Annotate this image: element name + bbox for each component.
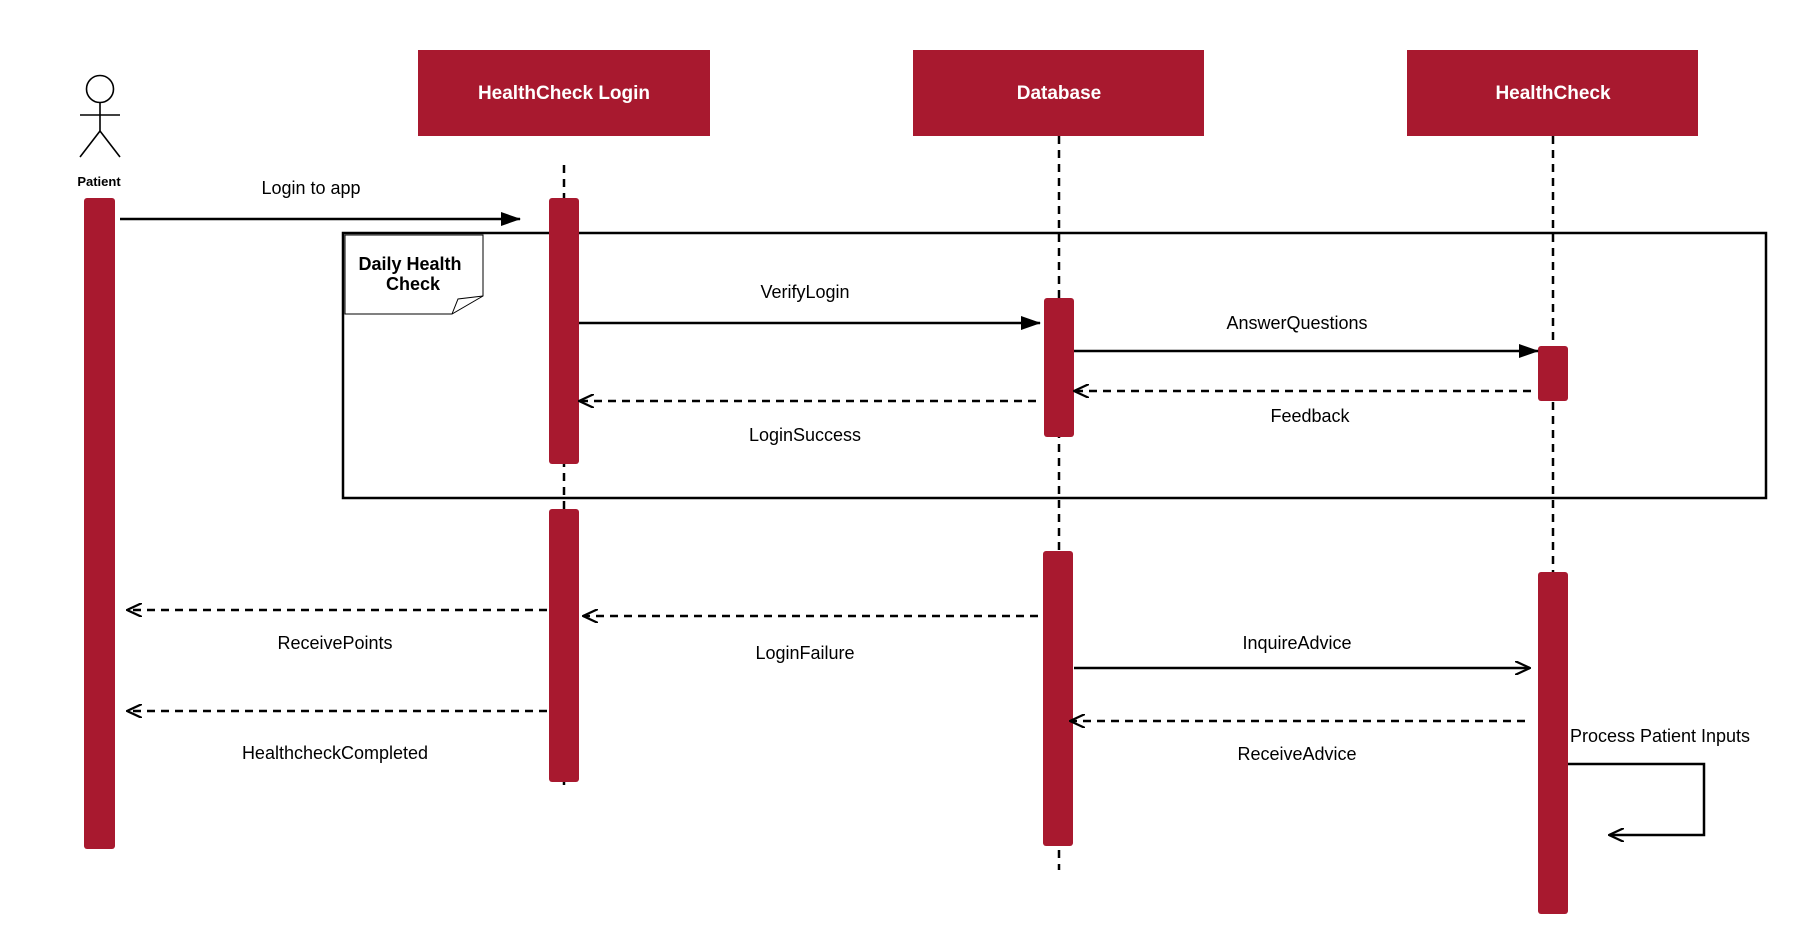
activation-login-1 — [549, 198, 579, 464]
frame-label-line-1: Daily Health — [358, 254, 461, 274]
participant-healthcheck: HealthCheck — [1407, 50, 1698, 136]
activation-patient — [84, 198, 115, 849]
message-label-feedback: Feedback — [1270, 406, 1350, 426]
message-label-receive-points: ReceivePoints — [277, 633, 392, 653]
message-label-receive-advice: ReceiveAdvice — [1237, 744, 1356, 764]
activation-database-1 — [1044, 298, 1074, 437]
participant-box — [418, 50, 710, 136]
participant-healthcheck-login: HealthCheck Login — [418, 50, 710, 136]
message-label-login-to-app: Login to app — [261, 178, 360, 198]
message-label-verify-login: VerifyLogin — [760, 282, 849, 302]
participant-label: HealthCheck — [1495, 83, 1611, 104]
activation-login-2 — [549, 509, 579, 782]
folded-corner-icon — [451, 295, 484, 315]
actor-patient: Patient — [77, 74, 121, 189]
message-label-login-failure: LoginFailure — [755, 643, 854, 663]
message-label-inquire-advice: InquireAdvice — [1242, 633, 1351, 653]
message-label-answer-questions: AnswerQuestions — [1226, 313, 1367, 333]
activation-database-2 — [1043, 551, 1073, 846]
frame-label-line-2: Check — [386, 274, 441, 294]
participant-box — [1407, 50, 1698, 136]
frame-border — [341, 231, 1768, 500]
arrow-process-patient-inputs — [1568, 762, 1706, 835]
message-label-process-patient-inputs: Process Patient Inputs — [1570, 726, 1750, 746]
frame-label-box — [344, 234, 484, 315]
message-label-healthcheck-completed: HealthcheckCompleted — [242, 743, 428, 763]
participant-box — [913, 50, 1204, 136]
activation-healthcheck-1 — [1538, 346, 1568, 401]
message-label-login-success: LoginSuccess — [749, 425, 861, 445]
participant-label: HealthCheck Login — [478, 83, 650, 104]
activation-healthcheck-2 — [1538, 572, 1568, 914]
participant-database: Database — [913, 50, 1204, 136]
messages — [120, 212, 1706, 835]
stick-figure-icon — [79, 74, 121, 158]
actor-label: Patient — [77, 174, 121, 189]
message-labels: Login to app VerifyLogin AnswerQuestions… — [242, 178, 1750, 764]
frame-daily-health-check: Daily Health Check — [341, 231, 1768, 500]
activations — [84, 198, 1568, 914]
participant-label: Database — [1017, 83, 1102, 104]
